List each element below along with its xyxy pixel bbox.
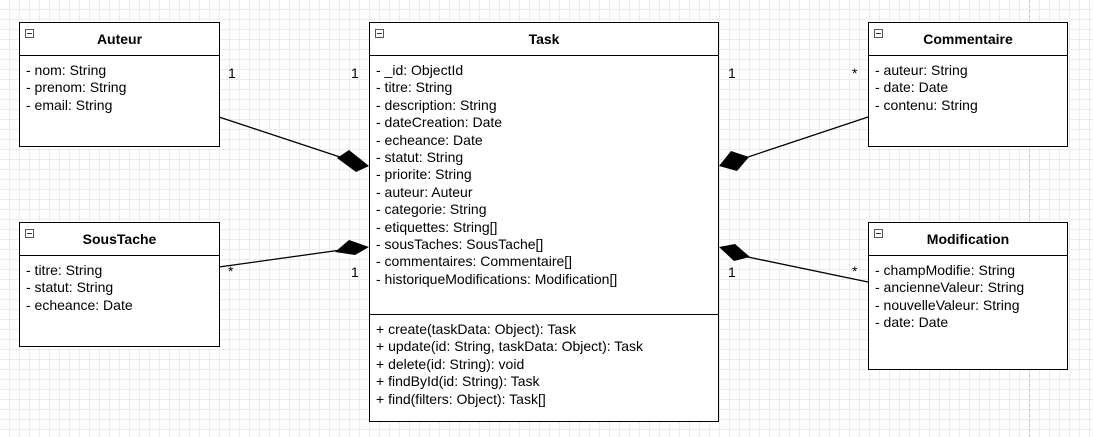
multiplicity-soustache: * bbox=[228, 263, 234, 279]
attribute: - categorie: String bbox=[376, 201, 487, 218]
collapse-icon[interactable] bbox=[25, 29, 34, 38]
link-auteur-task bbox=[218, 116, 344, 159]
attribute: - titre: String bbox=[26, 262, 103, 278]
operation: + find(filters: Object): Task[] bbox=[376, 390, 546, 407]
composition-diamond-soustache bbox=[335, 240, 369, 255]
attribute: - nouvelleValeur: String bbox=[875, 296, 1020, 313]
class-header: Modification bbox=[869, 223, 1067, 256]
collapse-icon[interactable] bbox=[375, 29, 384, 38]
attribute: - champModifie: String bbox=[875, 262, 1016, 278]
class-modification[interactable]: Modification - champModifie: String - an… bbox=[868, 222, 1068, 370]
operation: + update(id: String, taskData: Object): … bbox=[376, 338, 644, 355]
attribute-list: - champModifie: String - ancienneValeur:… bbox=[869, 256, 1067, 332]
attribute: - echeance: Date bbox=[26, 296, 133, 313]
link-soustache-task bbox=[218, 249, 342, 268]
multiplicity-auteur: 1 bbox=[228, 65, 236, 81]
link-modification-task bbox=[742, 255, 869, 283]
attribute: - priorite: String bbox=[376, 166, 472, 183]
class-commentaire[interactable]: Commentaire - auteur: String - date: Dat… bbox=[868, 22, 1068, 147]
class-name: Auteur bbox=[96, 31, 143, 47]
class-task[interactable]: Task - _id: ObjectId - titre: String - d… bbox=[369, 22, 719, 422]
multiplicity-task-soustache: 1 bbox=[351, 264, 359, 280]
attribute: - sousTaches: SousTache[] bbox=[376, 236, 544, 253]
class-name: Modification bbox=[926, 231, 1010, 247]
attribute: - date: Date bbox=[875, 314, 949, 331]
attribute: - echeance: Date bbox=[376, 131, 483, 148]
collapse-icon[interactable] bbox=[874, 229, 883, 238]
class-name: SousTache bbox=[82, 231, 157, 247]
attribute: - historiqueModifications: Modification[… bbox=[376, 270, 618, 287]
attribute: - etiquettes: String[] bbox=[376, 218, 498, 235]
class-soustache[interactable]: SousTache - titre: String - statut: Stri… bbox=[19, 222, 220, 347]
attribute: - contenu: String bbox=[875, 96, 978, 113]
attribute: - _id: ObjectId bbox=[376, 62, 464, 78]
attribute: - commentaires: Commentaire[] bbox=[376, 253, 573, 270]
link-commentaire-task bbox=[744, 116, 869, 159]
operation: + delete(id: String): void bbox=[376, 355, 525, 372]
class-header: SousTache bbox=[20, 223, 219, 256]
attribute: - prenom: String bbox=[26, 79, 127, 96]
attribute: - statut: String bbox=[26, 279, 114, 296]
multiplicity-commentaire: * bbox=[852, 65, 858, 81]
multiplicity-task-auteur: 1 bbox=[351, 65, 359, 81]
collapse-icon[interactable] bbox=[874, 29, 883, 38]
attribute-list: - _id: ObjectId - titre: String - descri… bbox=[370, 56, 718, 288]
attribute-list: - titre: String - statut: String - echea… bbox=[20, 256, 219, 314]
operation-list: + create(taskData: Object): Task + updat… bbox=[370, 314, 718, 408]
attribute: - statut: String bbox=[376, 149, 464, 166]
composition-diamond-auteur bbox=[337, 150, 369, 172]
multiplicity-modification: * bbox=[852, 263, 858, 279]
attribute: - date: Date bbox=[875, 79, 949, 96]
attribute-list: - nom: String - prenom: String - email: … bbox=[20, 56, 219, 114]
attribute: - description: String bbox=[376, 96, 497, 113]
attribute: - ancienneValeur: String bbox=[875, 279, 1025, 296]
attribute: - auteur: String bbox=[875, 62, 968, 78]
attribute: - nom: String bbox=[26, 62, 107, 78]
class-header: Task bbox=[370, 23, 718, 56]
attribute: - email: String bbox=[26, 96, 113, 113]
class-header: Auteur bbox=[20, 23, 219, 56]
class-auteur[interactable]: Auteur - nom: String - prenom: String - … bbox=[19, 22, 220, 147]
attribute: - dateCreation: Date bbox=[376, 114, 503, 131]
composition-diamond-modification bbox=[719, 244, 750, 261]
attribute: - titre: String bbox=[376, 79, 453, 96]
class-name: Task bbox=[528, 31, 560, 47]
composition-diamond-commentaire bbox=[719, 151, 749, 171]
class-name: Commentaire bbox=[923, 31, 1013, 47]
multiplicity-task-modification: 1 bbox=[728, 264, 736, 280]
page-boundary-guide bbox=[1029, 0, 1030, 437]
operation: + findById(id: String): Task bbox=[376, 373, 540, 390]
collapse-icon[interactable] bbox=[25, 229, 34, 238]
attribute-list: - auteur: String - date: Date - contenu:… bbox=[869, 56, 1067, 114]
attribute: - auteur: Auteur bbox=[376, 183, 473, 200]
multiplicity-task-commentaire: 1 bbox=[728, 65, 736, 81]
operation: + create(taskData: Object): Task bbox=[376, 321, 577, 337]
class-header: Commentaire bbox=[869, 23, 1067, 56]
